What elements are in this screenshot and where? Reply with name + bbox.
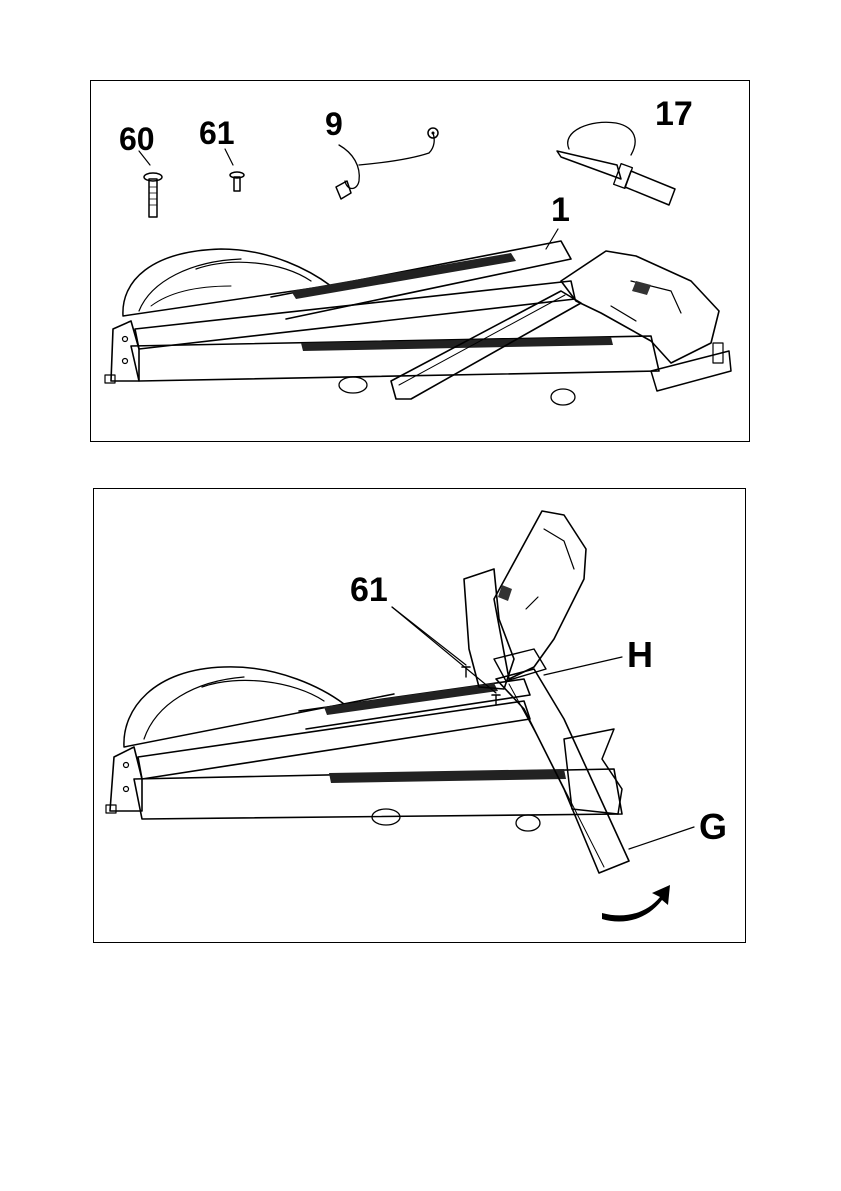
lubricant-bottle-17-icon bbox=[557, 122, 675, 205]
label-part-60: 60 bbox=[119, 121, 155, 157]
label-point-g: G bbox=[699, 806, 727, 847]
treadmill-frame-1 bbox=[105, 229, 731, 405]
safety-key-9-icon bbox=[336, 128, 438, 199]
assembly-step-1-panel: 60 61 9 17 1 bbox=[90, 80, 750, 442]
assembly-step-2-panel: 61 H G bbox=[93, 488, 746, 943]
treadmill-assembled bbox=[106, 511, 694, 922]
bolt-60-icon bbox=[139, 151, 162, 217]
label-part-9: 9 bbox=[325, 106, 343, 142]
screw-61-icon bbox=[225, 149, 244, 191]
curved-arrow-icon bbox=[602, 885, 670, 922]
label-part-61-step2: 61 bbox=[350, 571, 388, 609]
label-part-17: 17 bbox=[655, 95, 693, 133]
label-part-1: 1 bbox=[551, 191, 570, 229]
step-1-drawing: 60 61 9 17 1 bbox=[91, 81, 751, 443]
label-point-h: H bbox=[627, 634, 653, 675]
step-2-drawing: 61 H G bbox=[94, 489, 747, 944]
label-part-61: 61 bbox=[199, 115, 235, 151]
